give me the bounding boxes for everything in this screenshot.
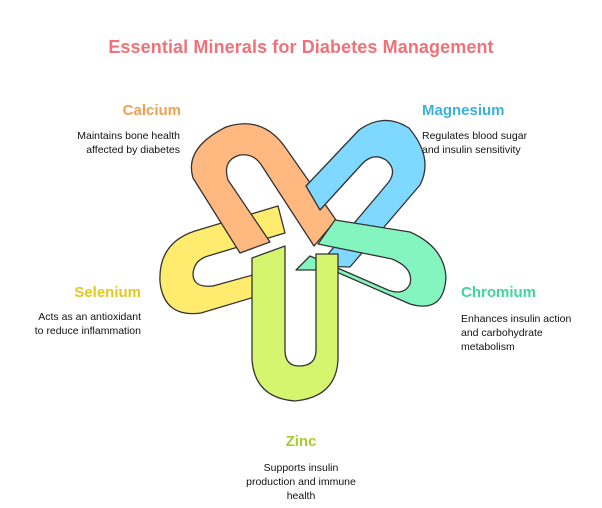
chromium-desc-line-1: Enhances insulin action xyxy=(461,313,572,325)
selenium-description: Acts as an antioxidant to reduce inflamm… xyxy=(5,310,141,338)
calcium-desc-line-1: Maintains bone health xyxy=(77,130,180,142)
zinc-label: Zinc xyxy=(285,433,317,450)
selenium-label: Selenium xyxy=(74,284,141,301)
chromium-label: Chromium xyxy=(461,284,536,301)
zinc-loop xyxy=(251,245,339,402)
selenium-desc-line-2: to reduce inflammation xyxy=(34,325,141,337)
zinc-desc-line-1: Supports insulin xyxy=(263,462,339,474)
zinc-desc-line-2: production and immune xyxy=(246,476,356,488)
calcium-description: Maintains bone health affected by diabet… xyxy=(30,129,180,157)
page-title: Essential Minerals for Diabetes Manageme… xyxy=(108,37,494,57)
calcium-loop xyxy=(190,123,337,254)
zinc-desc-line-3: health xyxy=(286,490,316,502)
magnesium-desc-line-2: and insulin sensitivity xyxy=(422,144,521,156)
chromium-desc-line-3: metabolism xyxy=(461,341,515,353)
calcium-desc-line-2: affected by diabetes xyxy=(86,144,180,156)
magnesium-label: Magnesium xyxy=(422,102,505,119)
magnesium-description: Regulates blood sugar and insulin sensit… xyxy=(422,129,592,157)
chromium-loop xyxy=(295,219,447,307)
calcium-label: Calcium xyxy=(122,102,181,119)
magnesium-desc-line-1: Regulates blood sugar xyxy=(422,130,528,142)
chromium-desc-line-2: and carbohydrate xyxy=(461,327,543,339)
selenium-desc-line-1: Acts as an antioxidant xyxy=(38,311,141,323)
chromium-description: Enhances insulin action and carbohydrate… xyxy=(461,312,599,354)
zinc-description: Supports insulin production and immune h… xyxy=(221,461,381,503)
